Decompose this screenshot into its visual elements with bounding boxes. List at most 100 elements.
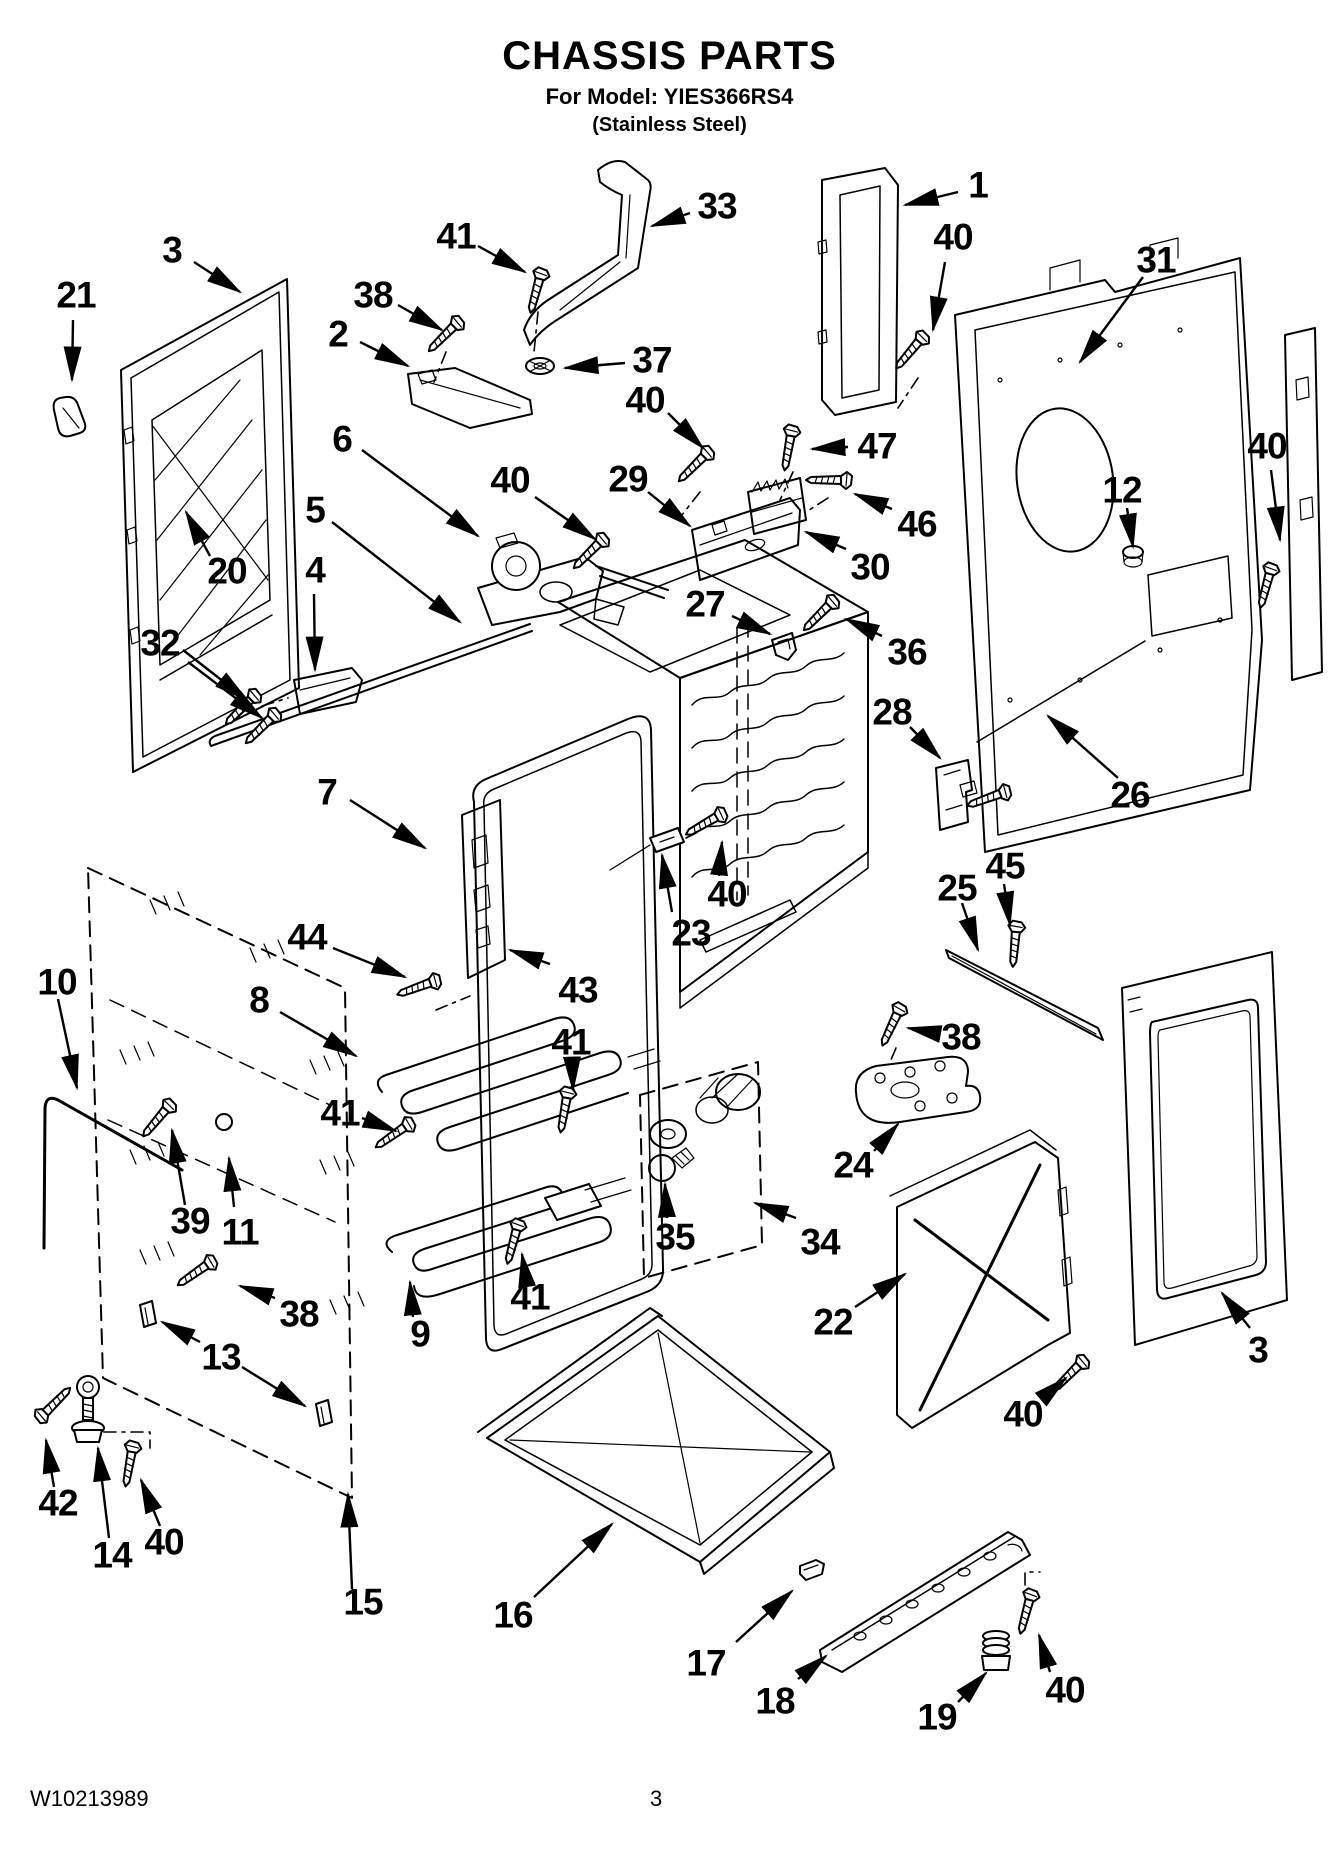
callout-37-arrow bbox=[562, 356, 626, 375]
document-number: W10213989 bbox=[30, 1786, 149, 1811]
support-bracket bbox=[691, 497, 801, 581]
callout-27-label: 27 bbox=[685, 584, 724, 625]
callout-47-label: 47 bbox=[857, 426, 896, 467]
door-clip bbox=[52, 395, 87, 438]
model-line: For Model: YIES366RS4 bbox=[545, 84, 794, 109]
callout-32-arrow bbox=[187, 661, 265, 720]
callout-6-arrow bbox=[361, 449, 481, 538]
callout-12-label: 12 bbox=[1102, 470, 1142, 511]
screw-icon bbox=[172, 1251, 222, 1294]
callout-3-label: 3 bbox=[1248, 1330, 1268, 1371]
screw-icon bbox=[116, 1438, 144, 1490]
ground-wire bbox=[42, 1096, 184, 1250]
finish-line: (Stainless Steel) bbox=[592, 114, 747, 136]
screw-icon bbox=[422, 311, 469, 359]
callout-45-arrow bbox=[996, 883, 1015, 928]
door-latch-assembly bbox=[477, 532, 669, 626]
latch-bracket bbox=[293, 667, 363, 715]
oven-sensor bbox=[609, 827, 685, 871]
screw-icon bbox=[30, 1380, 77, 1428]
page-title: CHASSIS PARTS bbox=[502, 34, 837, 78]
access-panel bbox=[889, 1129, 1073, 1429]
leveling-leg bbox=[71, 1375, 105, 1443]
callout-6-label: 6 bbox=[332, 419, 352, 460]
light-assembly bbox=[639, 1061, 763, 1279]
latch-plate bbox=[461, 799, 506, 979]
terminal-block bbox=[747, 477, 807, 535]
screw-icon bbox=[775, 422, 803, 474]
callout-31-label: 31 bbox=[1136, 240, 1176, 281]
callout-1-arrow bbox=[902, 188, 959, 207]
callout-layer: 1403133413823740473212029463012402736640… bbox=[37, 165, 1288, 1738]
callout-25-arrow bbox=[958, 902, 980, 953]
callout-40-label: 40 bbox=[707, 874, 747, 915]
callout-18-arrow bbox=[794, 1654, 828, 1685]
callout-43-arrow bbox=[507, 948, 551, 970]
rear-filler-panel bbox=[817, 167, 899, 416]
callout-7-label: 7 bbox=[317, 772, 337, 813]
screw-icon bbox=[370, 1113, 420, 1156]
callout-13-label: 13 bbox=[201, 1337, 241, 1378]
callout-26-label: 26 bbox=[1110, 775, 1150, 816]
callout-46-arrow bbox=[852, 492, 893, 515]
callout-41-arrow bbox=[361, 1110, 399, 1133]
callout-33-arrow bbox=[649, 206, 691, 228]
callout-3-label: 3 bbox=[162, 230, 182, 271]
callout-35-arrow bbox=[657, 1181, 676, 1219]
callout-40-arrow bbox=[1266, 469, 1285, 543]
callout-16-arrow bbox=[533, 1522, 614, 1598]
callout-9-label: 9 bbox=[410, 1314, 430, 1355]
callout-4-arrow bbox=[305, 593, 324, 673]
callout-5-arrow bbox=[331, 521, 463, 624]
oven-cavity bbox=[557, 539, 869, 1009]
callout-45-label: 45 bbox=[985, 846, 1025, 887]
callout-40-arrow bbox=[1037, 1632, 1058, 1673]
panel-clip bbox=[139, 1300, 157, 1328]
callout-3-arrow bbox=[193, 260, 243, 294]
callout-46-label: 46 bbox=[897, 504, 937, 545]
callout-23-arrow bbox=[658, 852, 677, 913]
callout-30-arrow bbox=[803, 530, 847, 554]
callout-1-label: 1 bbox=[968, 165, 988, 206]
small-clip bbox=[771, 632, 797, 661]
callout-14-arrow bbox=[93, 1445, 111, 1539]
callout-41-arrow bbox=[562, 1056, 581, 1093]
callout-8-arrow bbox=[279, 1010, 359, 1058]
callout-4-label: 4 bbox=[305, 550, 326, 591]
callout-40-arrow bbox=[1034, 1376, 1068, 1407]
callout-34-label: 34 bbox=[800, 1222, 841, 1263]
screw-icon bbox=[805, 471, 853, 490]
callout-30-label: 30 bbox=[850, 547, 890, 588]
door-gasket bbox=[472, 715, 665, 1352]
callout-10-label: 10 bbox=[37, 962, 77, 1003]
callout-24-label: 24 bbox=[833, 1145, 874, 1186]
callout-40-label: 40 bbox=[1247, 426, 1287, 467]
hinge-bracket bbox=[935, 759, 978, 831]
callout-42-arrow bbox=[42, 1437, 61, 1488]
callout-23-label: 23 bbox=[671, 913, 711, 954]
callout-41-label: 41 bbox=[320, 1093, 360, 1134]
callout-38-arrow bbox=[237, 1284, 276, 1306]
page-number: 3 bbox=[650, 1786, 663, 1811]
manifold-bracket bbox=[407, 367, 533, 429]
rail-clip bbox=[799, 1559, 825, 1581]
callout-28-arrow bbox=[909, 726, 942, 760]
callout-16-label: 16 bbox=[493, 1595, 533, 1636]
callout-38-arrow bbox=[905, 1025, 943, 1043]
callout-21-label: 21 bbox=[56, 275, 96, 316]
vent-trim bbox=[523, 160, 652, 346]
callout-44-arrow bbox=[332, 946, 408, 979]
callout-24-arrow bbox=[869, 1122, 900, 1155]
callout-31-arrow bbox=[1078, 276, 1144, 365]
callout-44-label: 44 bbox=[287, 917, 328, 958]
callout-15-arrow bbox=[340, 1491, 359, 1590]
callout-33-label: 33 bbox=[697, 186, 737, 227]
callout-35-label: 35 bbox=[655, 1217, 695, 1258]
callout-40-arrow bbox=[667, 412, 705, 450]
callout-38-label: 38 bbox=[279, 1294, 319, 1335]
mounting-plate bbox=[854, 1055, 982, 1124]
callout-38-label: 38 bbox=[353, 275, 393, 316]
callout-40-arrow bbox=[929, 261, 948, 333]
callout-39-arrow bbox=[168, 1127, 187, 1206]
